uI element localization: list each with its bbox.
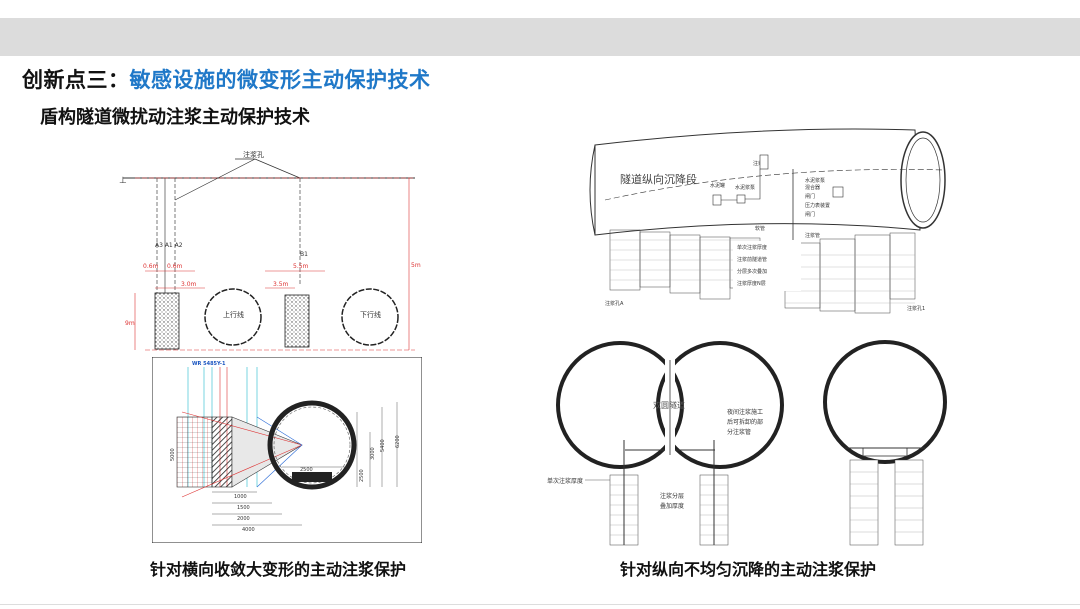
caption-right: 针对纵向不均匀沉降的主动注浆保护 — [620, 560, 877, 579]
top-banner — [0, 18, 1080, 56]
hole-labels: A3 A1 A2 — [155, 242, 183, 249]
left-detail-diagram: WR 5485Y-1 5000 2500 2500 3000 5400 6200… — [152, 357, 422, 543]
grout-fan — [231, 416, 303, 488]
dim-e: 5.5m — [293, 263, 309, 270]
settlement-label: 隧道纵向沉降段 — [620, 172, 697, 186]
dim-right-3: 6200 — [395, 435, 401, 448]
grout-zone — [176, 416, 213, 488]
right-cross-section-diagram: 双圆隧道 夜间注浆施工 后可拆卸的部 分注浆管 单次注浆厚度 注浆分层 叠加厚度 — [547, 340, 947, 546]
list-item-2: 分层多次叠加 — [737, 268, 767, 275]
page-title: 创新点三：敏感设施的微变形主动保护技术 — [22, 64, 431, 94]
grout-block-left — [154, 292, 180, 350]
double-grout-columns — [609, 474, 729, 546]
dim-right-1: 3000 — [370, 447, 376, 460]
detail-tunnel — [267, 400, 357, 490]
dim-right-2: 5400 — [380, 439, 386, 452]
side-dim: 5000 — [170, 448, 176, 461]
list-item-3: 注浆厚度N层 — [737, 280, 766, 287]
detail-header: WR 5485Y-1 — [192, 361, 226, 367]
layer-line-0: 注浆分层 — [660, 492, 684, 500]
dim-bottom-1: 1500 — [237, 505, 250, 511]
dim-d: 3.5m — [273, 281, 289, 288]
single-thickness-label: 单次注浆厚度 — [547, 477, 583, 485]
grout-grid-right — [784, 232, 916, 314]
valve-label: 闸门 — [805, 193, 815, 200]
water-tank-label: 水泥罐 — [710, 182, 725, 189]
gate-label: 闸门 — [805, 211, 815, 218]
double-tunnel-left — [556, 341, 684, 469]
layer-line-1: 叠加厚度 — [660, 502, 684, 510]
caption-left: 针对横向收敛大变形的主动注浆保护 — [150, 560, 407, 579]
dim-b: 0.6m — [167, 263, 183, 270]
title-highlight: 敏感设施的微变形主动保护技术 — [129, 68, 431, 92]
dim-bottom-2: 2000 — [237, 516, 250, 522]
down-tunnel — [341, 288, 399, 346]
page-subtitle: 盾构隧道微扰动注浆主动保护技术 — [40, 107, 310, 128]
tunnel-end — [900, 131, 946, 229]
dim-right-0: 2500 — [359, 469, 365, 482]
left-section-diagram: ⊥ 注浆孔 A3 A1 A2 B1 5m 9m 0.6m 0.6m 3.0m 5… — [119, 150, 421, 351]
list-item-0: 单次注浆厚度 — [737, 244, 767, 251]
note-line-1: 后可拆卸的部 — [727, 418, 763, 426]
dim-v: 9m — [125, 320, 135, 327]
up-tunnel — [204, 288, 262, 346]
pressure-label: 压力表装置 — [805, 202, 830, 209]
dim-h: 5m — [411, 262, 421, 269]
water-pump-label: 水泥浆泵 — [805, 177, 825, 184]
bottom-divider — [0, 604, 1080, 605]
hose-label: 软管 — [755, 225, 765, 232]
hole-left-label: 注浆孔A — [605, 300, 624, 307]
dim-bottom-3: 4000 — [242, 527, 255, 533]
title-prefix: 创新点三： — [22, 68, 130, 92]
pump-label: 水泥浆泵 — [735, 184, 755, 191]
mixer-label: 混合器 — [805, 184, 820, 191]
tunnel-tube — [594, 128, 921, 236]
up-line-label: 上行线 — [223, 310, 244, 319]
b1-label: B1 — [300, 251, 308, 258]
double-tunnel-label: 双圆隧道 — [653, 400, 685, 410]
grout-block-mid — [284, 294, 310, 348]
down-line-label: 下行线 — [360, 310, 381, 319]
note-line-2: 分注浆管 — [727, 428, 751, 436]
dim-in: 2500 — [300, 467, 313, 473]
hole-right-label: 注浆孔1 — [907, 305, 925, 312]
svg-text:⊥: ⊥ — [119, 176, 127, 186]
dim-c: 3.0m — [181, 281, 197, 288]
grout-hole-label: 注浆孔 — [243, 150, 264, 159]
grout-pipe-label: 注浆管 — [805, 232, 820, 239]
right-longitudinal-diagram: 隧道纵向沉降段 注浆罐 水泥罐 水泥浆泵 水泥浆泵 混合器 闸门 压力表装置 闸… — [589, 128, 946, 314]
dim-bottom-0: 1000 — [234, 494, 247, 500]
note-line-0: 夜间注浆施工 — [727, 408, 763, 416]
double-tunnel-right — [656, 341, 784, 469]
single-tunnel — [823, 340, 947, 464]
list-item-1: 注浆前隧道管 — [737, 256, 767, 263]
single-grout-columns — [849, 459, 924, 546]
dim-a: 0.6m — [143, 263, 159, 270]
